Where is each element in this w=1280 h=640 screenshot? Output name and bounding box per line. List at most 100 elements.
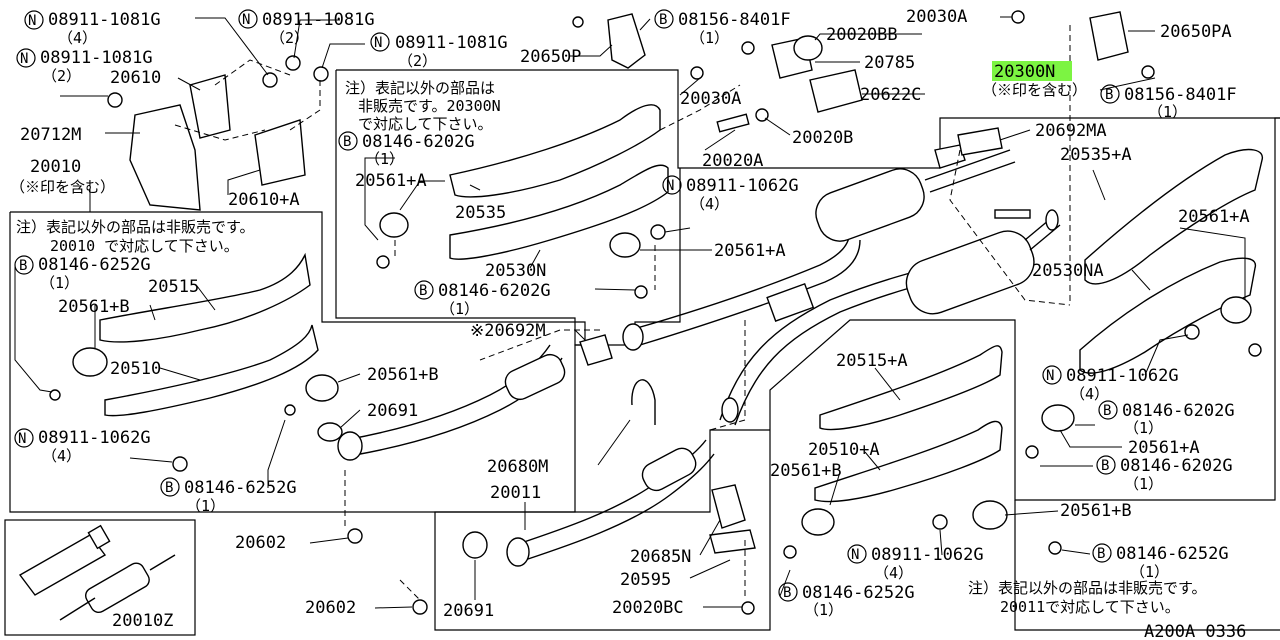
bolt-symbol: B bbox=[1101, 458, 1109, 474]
label-20602: 20602 bbox=[305, 598, 356, 618]
clamp-20561B bbox=[72, 347, 108, 377]
pipe-balance-joint bbox=[766, 282, 815, 322]
gasket-20691 bbox=[317, 422, 343, 442]
label-20691: 20691 bbox=[367, 401, 418, 421]
bolt-icon bbox=[1048, 541, 1062, 555]
label-08146-6252G: 08146-6252G bbox=[1116, 544, 1229, 564]
label-qty: （1） bbox=[1130, 563, 1169, 581]
nut-icon bbox=[262, 72, 278, 88]
label-08146-6202G: 08146-6202G bbox=[362, 132, 475, 152]
catalytic-converter bbox=[504, 353, 566, 401]
label-qty: （1） bbox=[440, 300, 479, 318]
center-parts bbox=[376, 10, 1155, 299]
label-20561B: 20561+B bbox=[367, 365, 439, 385]
label-20561A: 20561+A bbox=[1128, 438, 1200, 458]
label-qty: （1） bbox=[365, 150, 404, 168]
catalytic-converter bbox=[641, 447, 697, 492]
sealant-tube-icon bbox=[18, 534, 107, 596]
label-20030A: 20030A bbox=[906, 7, 967, 27]
label-qty: （1） bbox=[1124, 475, 1163, 493]
label-20030A: 20030A bbox=[680, 89, 741, 109]
label-08911-1062G: 08911-1062G bbox=[38, 428, 151, 448]
right-lower-box bbox=[434, 117, 1280, 631]
label-qty: （4） bbox=[690, 195, 729, 213]
clamp-20561B bbox=[972, 500, 1008, 530]
label-08146-6252G: 08146-6252G bbox=[184, 478, 297, 498]
front-pipe-flange bbox=[506, 537, 530, 567]
clamp-20561A bbox=[379, 212, 409, 238]
label-08146-6252G: 08146-6252G bbox=[802, 583, 915, 603]
label-20010Z: 20010Z bbox=[112, 611, 173, 631]
heat-shield-20515 bbox=[99, 252, 311, 343]
label-20530NA: 20530NA bbox=[1032, 261, 1104, 281]
label-qty: （1） bbox=[690, 29, 729, 47]
caulking-gun-icon bbox=[85, 562, 150, 614]
nut-symbol: N bbox=[20, 51, 28, 67]
hanger-20680M bbox=[631, 379, 656, 425]
heat-shield-20510A bbox=[814, 420, 1003, 503]
nut-symbol: N bbox=[666, 178, 674, 194]
clamp-20561B bbox=[305, 374, 339, 402]
bolt-icon bbox=[284, 404, 296, 416]
muffler-lower bbox=[905, 209, 1061, 315]
nut-icon bbox=[932, 514, 948, 530]
label-qty: （2） bbox=[42, 67, 81, 85]
note-center-line1: 注）表記以外の部品は bbox=[345, 79, 495, 97]
bolt-symbol: B bbox=[1097, 546, 1105, 562]
bolt-icon bbox=[49, 389, 61, 401]
label-20020B: 20020B bbox=[792, 128, 853, 148]
bolt-symbol: B bbox=[165, 480, 173, 496]
label-20011: 20011 bbox=[490, 483, 541, 503]
label-qty: （2） bbox=[398, 52, 437, 70]
clamp-20561A bbox=[1220, 296, 1252, 324]
heat-shield-20510 bbox=[104, 324, 319, 417]
sealant-kit-20010Z bbox=[18, 524, 176, 621]
label-08911-1081G: 08911-1081G bbox=[40, 48, 153, 68]
label-20622C: 20622C bbox=[860, 85, 921, 105]
bolt-icon bbox=[690, 66, 704, 80]
label-qty: （1） bbox=[804, 601, 843, 619]
label-20020BC: 20020BC bbox=[612, 598, 684, 618]
label-qty: （1） bbox=[186, 497, 225, 515]
label-20020BB: 20020BB bbox=[826, 25, 898, 45]
heat-shield-20530NA bbox=[1079, 257, 1257, 374]
label-08911-1081G: 08911-1081G bbox=[48, 10, 161, 30]
shield-20685N bbox=[711, 484, 746, 529]
bolt-icon bbox=[1141, 65, 1155, 79]
label-20650PA: 20650PA bbox=[1160, 22, 1232, 42]
gasket-20692M bbox=[579, 334, 613, 366]
nut-icon bbox=[741, 41, 755, 55]
muffler-studs bbox=[994, 209, 1031, 219]
bracket-20610A bbox=[254, 119, 306, 186]
label-qty: （4） bbox=[874, 564, 913, 582]
nut-icon bbox=[107, 92, 123, 108]
heat-shield-20530N bbox=[449, 164, 669, 260]
gasket-20691 bbox=[462, 531, 488, 559]
stud-20020A bbox=[716, 113, 750, 133]
note-incl-20300N: （※印を含む） bbox=[982, 81, 1087, 99]
note-left-line2: 20010 で対応して下さい。 bbox=[50, 237, 239, 255]
nut-icon bbox=[172, 456, 188, 472]
bolt-symbol: B bbox=[19, 258, 27, 274]
rear-pipe-end bbox=[721, 397, 739, 423]
label-20530N: 20530N bbox=[485, 261, 546, 281]
nut-icon bbox=[313, 66, 329, 82]
label-qty: （4） bbox=[42, 447, 81, 465]
bolt-icon bbox=[376, 255, 390, 269]
label-08146-6202G: 08146-6202G bbox=[1120, 456, 1233, 476]
nut-icon-20020BC bbox=[741, 601, 755, 615]
label-20535A: 20535+A bbox=[1060, 145, 1132, 165]
label-08156-8401F: 08156-8401F bbox=[678, 10, 791, 30]
note-incl-20010: （※印を含む） bbox=[10, 178, 115, 196]
gasket-20692MA bbox=[957, 127, 1003, 156]
hanger-20650P bbox=[607, 13, 646, 69]
label-20010: 20010 bbox=[30, 157, 81, 177]
label-20610A: 20610+A bbox=[228, 190, 300, 210]
bolt-symbol: B bbox=[1103, 403, 1111, 419]
right-bottom-box bbox=[1014, 500, 1280, 631]
hanger-20650PA bbox=[1089, 11, 1129, 61]
label-20535: 20535 bbox=[455, 203, 506, 223]
label-08146-6252G: 08146-6252G bbox=[38, 255, 151, 275]
nut-icon-20602 bbox=[347, 528, 363, 544]
